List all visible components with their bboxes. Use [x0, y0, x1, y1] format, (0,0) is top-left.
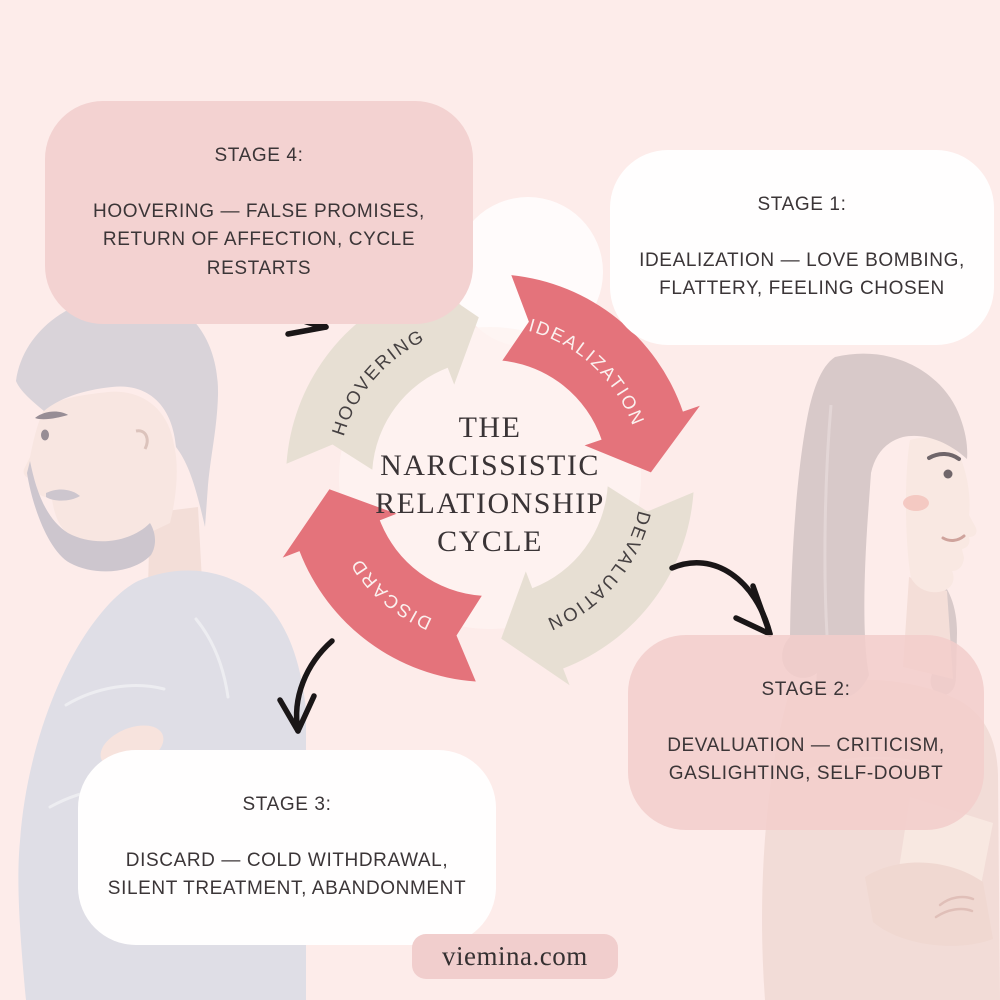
center-pale-circle: [339, 327, 641, 629]
stage2-heading: STAGE 2:: [761, 679, 851, 701]
stage4-heading: STAGE 4:: [214, 145, 304, 167]
stage4-body: HOOVERING — FALSE PROMISES, RETURN OF AF…: [93, 201, 425, 279]
stage1-heading: STAGE 1:: [757, 194, 847, 216]
arc-idealization: [502, 275, 700, 473]
arc-discard: [282, 489, 482, 682]
stage2-body: DEVALUATION — CRITICISM, GASLIGHTING, SE…: [667, 735, 945, 785]
arc-devaluation: [501, 486, 694, 686]
stage1-bubble: STAGE 1: IDEALIZATION — LOVE BOMBING, FL…: [610, 150, 994, 345]
watermark-badge: viemina.com: [412, 934, 618, 979]
page-title: THE NARCISSISTIC RELATIONSHIP CYCLE: [375, 411, 605, 559]
stage3-body: DISCARD — COLD WITHDRAWAL, SILENT TREATM…: [107, 850, 467, 900]
arrow-cycle-to-stage3: [277, 638, 335, 734]
arrow-cycle-to-stage2: [669, 560, 773, 637]
stage4-bubble: STAGE 4: HOOVERING — FALSE PROMISES, RET…: [45, 101, 473, 324]
stage3-heading: STAGE 3:: [242, 794, 332, 816]
stage2-bubble: STAGE 2: DEVALUATION — CRITICISM, GASLIG…: [628, 635, 984, 830]
stage3-bubble: STAGE 3: DISCARD — COLD WITHDRAWAL, SILE…: [78, 750, 496, 945]
stage1-body: IDEALIZATION — LOVE BOMBING, FLATTERY, F…: [639, 250, 965, 300]
